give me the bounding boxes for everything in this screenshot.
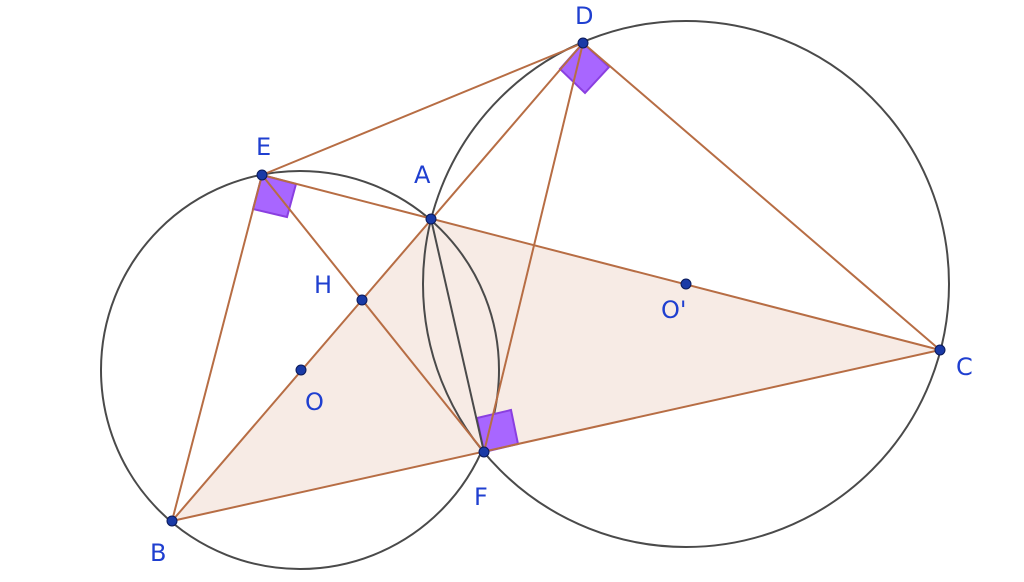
label-a: A xyxy=(414,161,431,189)
label-d: D xyxy=(575,2,593,30)
point-o xyxy=(295,364,307,376)
segment-a-f xyxy=(430,218,485,453)
label-c: C xyxy=(956,353,973,381)
label-o: O xyxy=(305,388,324,416)
circle-o xyxy=(100,170,500,570)
label-h: H xyxy=(314,271,332,299)
segment-d-c xyxy=(582,42,941,351)
segment-e-c xyxy=(261,174,941,351)
segment-b-d xyxy=(171,42,584,522)
segment-e-b xyxy=(171,174,263,522)
segment-e-d xyxy=(261,42,584,176)
point-c xyxy=(934,344,946,356)
label-e: E xyxy=(256,133,271,161)
segment-d-f xyxy=(483,42,584,453)
label-f: F xyxy=(474,483,488,511)
point-o-prime xyxy=(680,278,692,290)
point-f xyxy=(478,446,490,458)
point-a xyxy=(425,213,437,225)
circle-o-prime xyxy=(422,20,950,548)
point-b xyxy=(166,515,178,527)
point-h xyxy=(356,294,368,306)
point-d xyxy=(577,37,589,49)
segment-b-c xyxy=(171,349,941,522)
segment-e-f xyxy=(261,174,485,453)
label-o-prime: O' xyxy=(661,296,687,324)
triangle-bac-fill xyxy=(172,219,940,521)
point-e xyxy=(256,169,268,181)
label-b: B xyxy=(150,539,166,567)
